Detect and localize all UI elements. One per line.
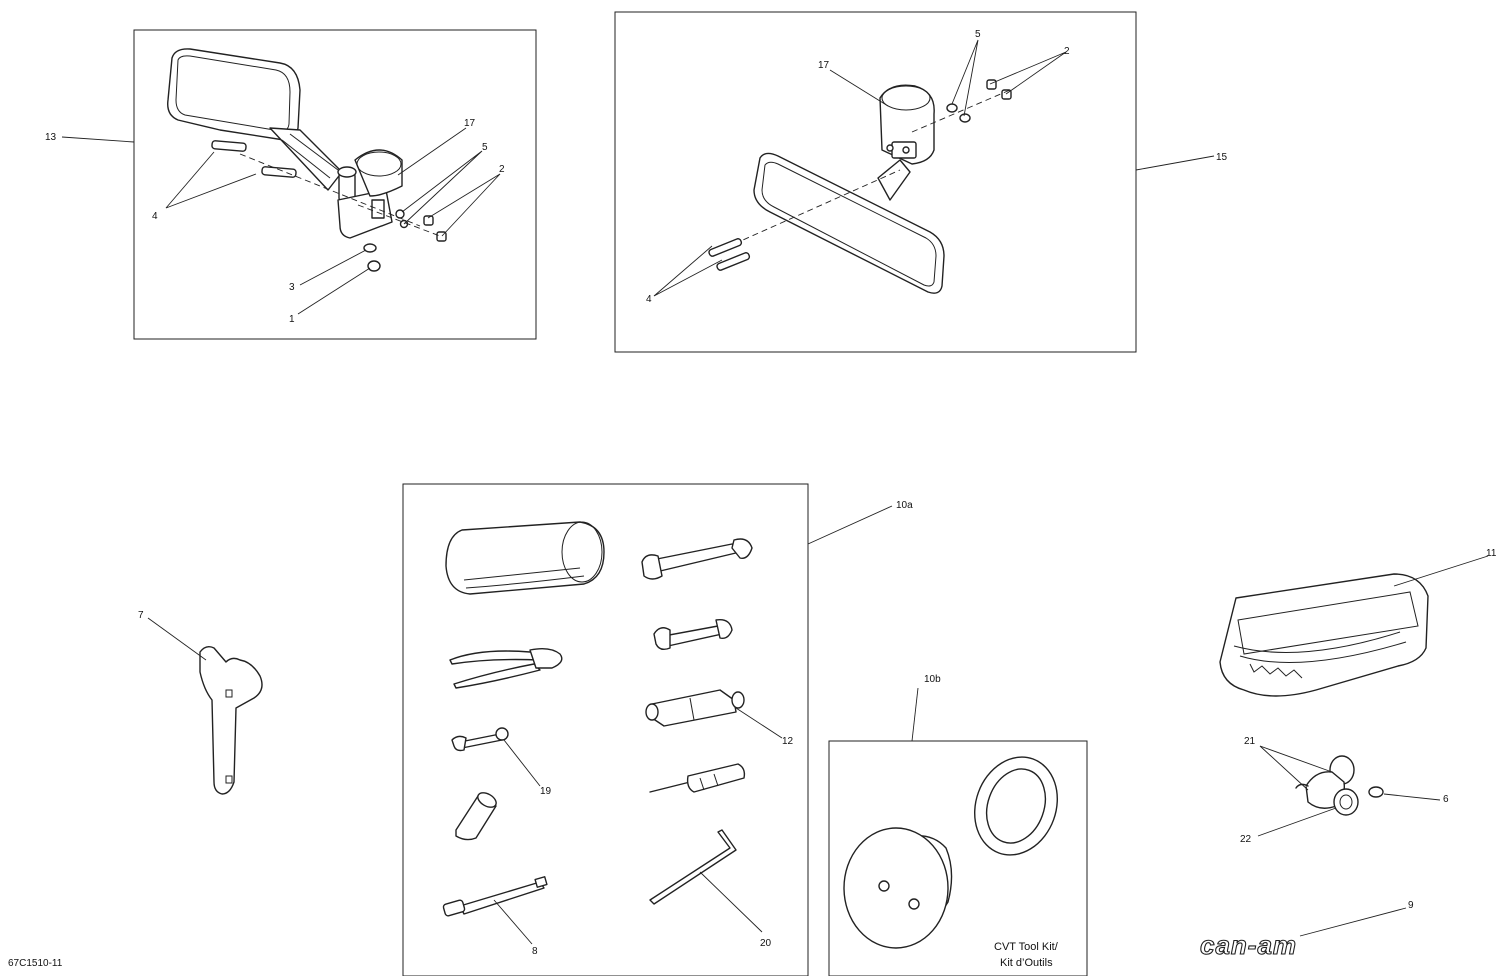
callout-15: 15 <box>1216 152 1228 163</box>
callout-20: 20 <box>760 938 772 949</box>
tool-kit-frame <box>402 483 809 976</box>
cvt-puller-tool <box>843 827 953 949</box>
callout-17-center: 17 <box>818 60 830 71</box>
callout-5-side: 5 <box>482 142 488 153</box>
side-mirror-housing <box>167 48 343 191</box>
cvt-tool-kit-panel: 10b CVT Tool Kit/ Kit d’Outils <box>828 674 1088 976</box>
spark-plug-socket <box>455 792 497 841</box>
callout-13: 13 <box>45 132 57 143</box>
socket-tube-wrench <box>645 689 783 739</box>
rear-view-mirror <box>753 152 945 294</box>
spanner-wrench: 7 <box>138 610 263 795</box>
callout-5-center: 5 <box>975 29 981 40</box>
callout-2-center: 2 <box>1064 46 1070 57</box>
callout-6: 6 <box>1443 794 1449 805</box>
callout-21: 21 <box>1244 736 1256 747</box>
callout-2-side: 2 <box>499 164 505 175</box>
diagram-code: 67C1510-11 <box>8 958 63 969</box>
center-mirror-pins <box>708 238 751 271</box>
cvt-kit-caption-line2: Kit d’Outils <box>1000 957 1053 969</box>
cvt-kit-caption-line1: CVT Tool Kit/ <box>994 941 1059 953</box>
callout-12: 12 <box>782 736 794 747</box>
callout-7: 7 <box>138 610 144 621</box>
callout-10b: 10b <box>924 674 941 685</box>
callout-9: 9 <box>1408 900 1414 911</box>
callout-8: 8 <box>532 946 538 957</box>
pliers <box>449 647 563 689</box>
can-am-logo: can-am <box>1200 930 1297 960</box>
mounting-pins <box>211 140 297 178</box>
screwdriver <box>649 763 746 793</box>
callout-1: 1 <box>289 314 295 325</box>
callout-11: 11 <box>1486 548 1497 559</box>
callout-10a: 10a <box>896 500 913 511</box>
socket-extension <box>442 876 548 945</box>
open-end-wrench-small <box>653 619 733 651</box>
callout-19: 19 <box>540 786 552 797</box>
center-mirror-clamp <box>879 84 935 165</box>
callout-4-side: 4 <box>152 211 158 222</box>
can-am-decal: can-am 9 <box>1199 900 1414 961</box>
cvt-kit-frame <box>828 740 1088 976</box>
cvt-ring <box>974 756 1058 856</box>
center-mirror-frame <box>614 11 1137 353</box>
open-end-wrench-large <box>641 538 753 580</box>
callout-3: 3 <box>289 282 295 293</box>
callout-17-side: 17 <box>464 118 476 129</box>
tool-bag <box>445 521 605 595</box>
side-mirror-panel: 13 4 17 5 2 3 1 <box>45 29 537 340</box>
hex-key <box>649 829 763 933</box>
side-mirror-hardware <box>239 153 447 272</box>
lock-assembly: 21 6 22 <box>1240 736 1449 845</box>
side-mirror-frame <box>133 29 537 340</box>
callout-4-center: 4 <box>646 294 652 305</box>
side-mirror-stem <box>337 149 403 239</box>
center-mirror-panel: 17 5 2 15 4 <box>614 11 1228 353</box>
storage-case: 11 <box>1219 548 1497 697</box>
tool-kit-panel: 10a 12 19 8 20 <box>402 483 913 976</box>
combination-wrench-small <box>451 727 541 787</box>
callout-22: 22 <box>1240 834 1252 845</box>
